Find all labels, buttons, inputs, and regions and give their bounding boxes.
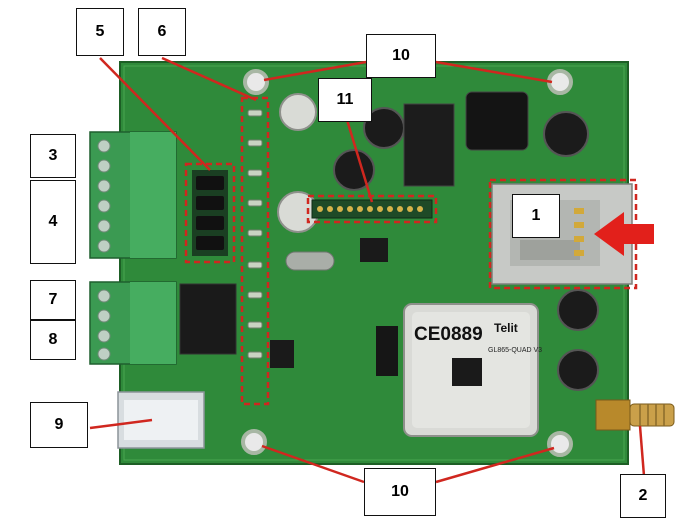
mounting-holes (241, 69, 573, 457)
callout-10-bottom: 10 (364, 468, 436, 516)
capacitors (277, 93, 599, 391)
callout-8: 8 (30, 320, 76, 360)
leader-5 (99, 57, 211, 171)
leader-9 (89, 418, 153, 430)
leader-10-top-b (435, 60, 553, 84)
ic-chip (360, 238, 388, 262)
ic-chip (270, 340, 294, 368)
jumpers (192, 170, 228, 256)
pin-header (376, 326, 398, 376)
callout-4: 4 (30, 180, 76, 264)
power-inductor (465, 91, 529, 151)
leader-6 (161, 56, 257, 102)
highlight-jumper-box (184, 162, 236, 264)
gsm-module: CE0889 Telit GL865-QUAD V3 (403, 303, 542, 437)
mounting-hole (547, 431, 573, 457)
highlight-led-box (240, 96, 270, 406)
crystal (285, 251, 335, 271)
led-column (247, 109, 263, 359)
antenna-connector (595, 399, 675, 431)
highlight-pins-box (306, 194, 438, 224)
mounting-hole (243, 69, 269, 95)
callout-3: 3 (30, 134, 76, 178)
insert-arrow-icon (594, 212, 654, 256)
callout-11: 11 (318, 78, 372, 122)
terminal-block-lower (89, 281, 177, 365)
mounting-hole (241, 429, 267, 455)
callout-6: 6 (138, 8, 186, 56)
callout-1: 1 (512, 194, 560, 238)
programming-pins (311, 199, 433, 219)
leader-2 (638, 425, 646, 477)
module-model: GL865-QUAD V3 (488, 347, 542, 354)
callout-10-top: 10 (366, 34, 436, 78)
leader-10-bottom-b (435, 446, 555, 484)
leader-11 (342, 109, 374, 203)
module-ce-mark: CE0889 (414, 324, 483, 345)
leader-10-bottom-a (261, 444, 365, 484)
terminal-block-upper (89, 131, 177, 259)
callout-2: 2 (620, 474, 666, 518)
module-brand: Telit (494, 321, 518, 335)
callout-7: 7 (30, 280, 76, 320)
relay (179, 283, 237, 355)
callout-9: 9 (30, 402, 88, 448)
leader-10-top-a (263, 60, 367, 82)
usb-connector (117, 391, 205, 449)
callout-5: 5 (76, 8, 124, 56)
voltage-regulator (403, 103, 455, 187)
